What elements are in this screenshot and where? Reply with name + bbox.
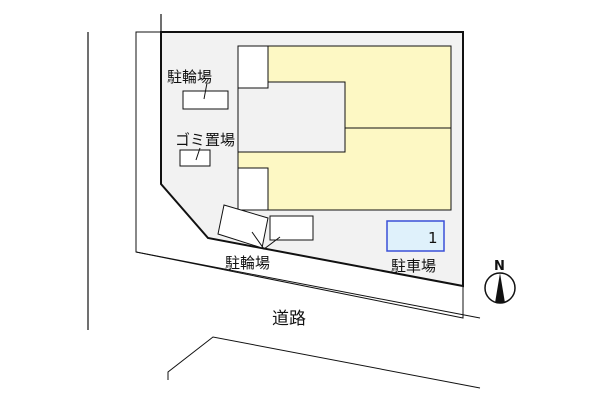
garbage-area-label: ゴミ置場 <box>175 131 235 149</box>
garbage-area-box <box>179 149 211 167</box>
road-label: 道路 <box>272 309 306 329</box>
bicycle-parking-bottom-leader <box>251 231 281 250</box>
bicycle-parking-bottom-box-b <box>269 215 314 241</box>
parking-space-number: 1 <box>428 229 438 247</box>
road-edge-upper <box>135 251 481 319</box>
building-annex-lower <box>237 167 269 211</box>
bicycle-parking-top-leader <box>203 82 208 100</box>
compass-north-label: N <box>494 259 505 274</box>
garbage-area-leader <box>195 147 201 161</box>
parking-lot-label: 駐車場 <box>391 257 436 275</box>
parking-space-1 <box>386 220 445 252</box>
building-annex-upper <box>237 45 269 89</box>
bicycle-parking-bottom-label: 駐輪場 <box>225 254 270 272</box>
bicycle-parking-top-label: 駐輪場 <box>167 68 212 86</box>
north-arrow-compass-icon <box>484 272 516 304</box>
road-edge-lower <box>167 336 481 389</box>
